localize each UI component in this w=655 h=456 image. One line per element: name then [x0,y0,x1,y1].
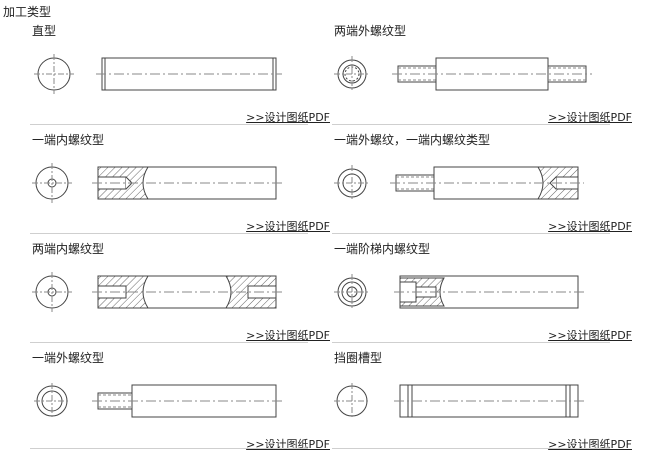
pdf-link[interactable]: >>设计图纸PDF [548,329,632,342]
page-title: 加工类型 [3,5,52,19]
pdf-link[interactable]: >>设计图纸PDF [548,220,632,233]
straight-shaft-drawing [34,54,282,94]
pdf-link[interactable]: >>设计图纸PDF [548,111,632,124]
type-one-external-thread: 一端外螺纹型 >>设计图纸PDF [30,349,330,455]
pdf-link[interactable]: >>设计图纸PDF [246,220,330,233]
pdf-link[interactable]: >>设计图纸PDF [246,438,330,451]
type-one-internal-thread: 一端内螺纹型 >>设计图纸PDF [30,131,330,237]
type-label: 两端内螺纹型 [32,242,105,256]
ext-int-thread-drawing [334,165,584,201]
type-both-external-thread: 两端外螺纹型 >>设计图纸PDF [332,22,632,128]
divider [30,448,308,449]
type-label: 一端外螺纹型 [32,351,105,365]
divider [30,124,308,125]
stepped-internal-thread-drawing [334,274,584,310]
divider [30,233,308,234]
pdf-link[interactable]: >>设计图纸PDF [246,329,330,342]
type-retaining-ring-groove: 挡圈槽型 >>设计图纸PDF [332,349,632,455]
type-straight: 直型 >>设计图纸PDF [30,22,330,128]
divider [332,233,610,234]
type-label: 直型 [32,24,57,38]
type-label: 两端外螺纹型 [334,24,407,38]
type-label: 一端外螺纹，一端内螺纹类型 [334,133,491,147]
both-internal-thread-drawing [32,272,282,312]
retaining-ring-groove-drawing [334,383,584,419]
type-both-internal-thread: 两端内螺纹型 >>设计图纸PDF [30,240,330,346]
type-label: 一端阶梯内螺纹型 [334,242,431,256]
pdf-link[interactable]: >>设计图纸PDF [246,111,330,124]
divider [332,342,610,343]
type-stepped-internal-thread: 一端阶梯内螺纹型 >>设计图纸PDF [332,240,632,346]
type-ext-int-thread: 一端外螺纹，一端内螺纹类型 >>设计图纸PDF [332,131,632,237]
one-external-thread-drawing [34,383,282,419]
type-label: 一端内螺纹型 [32,133,105,147]
divider [332,124,610,125]
type-label: 挡圈槽型 [334,351,383,365]
both-external-thread-drawing [334,56,592,92]
pdf-link[interactable]: >>设计图纸PDF [548,438,632,451]
one-internal-thread-drawing [32,163,282,203]
divider [332,448,610,449]
divider [30,342,308,343]
